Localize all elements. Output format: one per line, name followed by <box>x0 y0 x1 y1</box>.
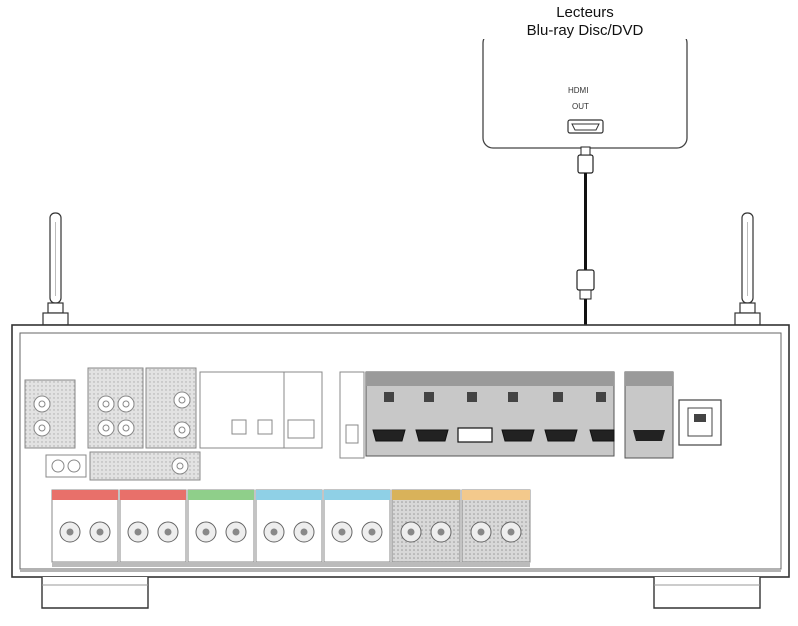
hdmi-input-panel <box>365 371 615 457</box>
antenna-icon <box>42 212 69 326</box>
hdmi-port-sublabel: OUT <box>572 102 589 111</box>
hdmi-port-icon <box>567 119 604 134</box>
antenna-left <box>42 212 69 326</box>
receiver-foot-right <box>653 577 761 609</box>
receiver-foot-left <box>41 577 149 609</box>
player-title-line1: Lecteurs <box>556 4 614 21</box>
speaker-terminals <box>51 489 531 567</box>
player-title-line2: Blu-ray Disc/DVD <box>470 22 700 39</box>
antenna-icon <box>734 212 761 326</box>
hdmi-port-label: HDMI <box>568 86 589 95</box>
audio-inputs-section <box>24 367 323 481</box>
hdmi-monitor-out <box>624 371 674 459</box>
player-device <box>482 32 688 149</box>
power-inlet-icon <box>678 399 722 446</box>
hdmi-plug-icon <box>576 269 595 300</box>
av-receiver <box>11 324 790 609</box>
usb-section <box>339 371 365 459</box>
hdmi-plug-icon <box>577 146 594 174</box>
antenna-right <box>734 212 761 326</box>
